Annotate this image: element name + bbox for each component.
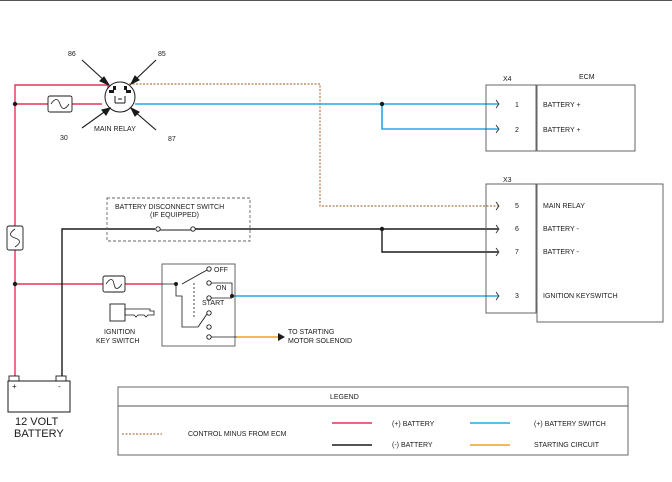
keyswitch-fuse <box>102 275 126 293</box>
ecm-x4-block <box>485 84 636 152</box>
key-icon <box>109 303 155 322</box>
ignition-off-label: OFF <box>214 267 228 274</box>
x4-pin-2-name: BATTERY + <box>543 127 581 134</box>
starter-arrow <box>278 333 285 341</box>
relay-fuse <box>47 95 73 113</box>
main-relay <box>104 81 136 113</box>
starter-label-line2: MOTOR SOLENOID <box>288 338 352 345</box>
disconnect-switch-box <box>106 197 251 242</box>
legend-item-starting-circuit: STARTING CIRCUIT <box>534 442 600 449</box>
ecm-x3-block <box>485 183 664 323</box>
x3-pin-3-name: IGNITION KEYSWITCH <box>543 293 618 300</box>
disconnect-switch <box>155 226 196 232</box>
ignition-label-line1: IGNITION <box>104 329 135 336</box>
negative-battery-wires <box>61 228 498 381</box>
ignition-switch-contacts <box>162 266 237 340</box>
x3-label: X3 <box>503 177 512 184</box>
legend-item-battery-switch: (+) BATTERY SWITCH <box>534 421 606 428</box>
battery-switch-wires <box>135 103 498 297</box>
legend-item-negative-battery: (-) BATTERY <box>392 442 433 449</box>
legend-item-control-minus: CONTROL MINUS FROM ECM <box>188 431 287 438</box>
x4-pin-1-num: 1 <box>515 102 519 109</box>
relay-pin-87: 87 <box>168 136 176 143</box>
battery-label-line2: BATTERY <box>14 428 64 440</box>
battery-label-line1: 12 VOLT <box>15 416 58 428</box>
positive-battery-wires <box>14 84 162 381</box>
starter-label-line1: TO STARTING <box>288 329 334 336</box>
ignition-switch-box <box>161 263 236 347</box>
battery-icon <box>7 375 71 413</box>
battery-minus: - <box>58 382 61 391</box>
x3-pin-5-name: MAIN RELAY <box>543 203 585 210</box>
legend-title: LEGEND <box>330 394 359 401</box>
battery-plus: + <box>12 382 17 391</box>
ignition-label-line2: KEY SWITCH <box>96 338 139 345</box>
relay-pin-86: 86 <box>68 51 76 58</box>
ecm-title: ECM <box>579 74 595 81</box>
x4-label: X4 <box>503 76 512 83</box>
x3-pin-7-num: 7 <box>515 249 519 256</box>
disconnect-label-line1: BATTERY DISCONNECT SWITCH <box>115 204 224 211</box>
disconnect-label-line2: (IF EQUIPPED) <box>150 212 199 219</box>
x3-pin-6-num: 6 <box>515 226 519 233</box>
legend-item-positive-battery: (+) BATTERY <box>392 421 435 428</box>
x3-pin-5-num: 5 <box>515 203 519 210</box>
main-fuse <box>6 225 24 251</box>
junction-dots <box>12 101 385 287</box>
legend <box>117 386 629 456</box>
relay-pin-30: 30 <box>60 135 68 142</box>
x3-pin-7-name: BATTERY - <box>543 249 579 256</box>
control-minus-wire <box>123 82 498 207</box>
x3-pin-3-num: 3 <box>515 293 519 300</box>
relay-pin-85: 85 <box>158 51 166 58</box>
x4-pin-1-name: BATTERY + <box>543 102 581 109</box>
x4-pin-2-num: 2 <box>515 127 519 134</box>
relay-callout-arrows <box>81 59 157 131</box>
relay-label: MAIN RELAY <box>94 126 136 133</box>
ignition-start-label: START <box>202 300 225 307</box>
x3-pin-6-name: BATTERY - <box>543 226 579 233</box>
ignition-on-label: ON <box>216 285 227 292</box>
